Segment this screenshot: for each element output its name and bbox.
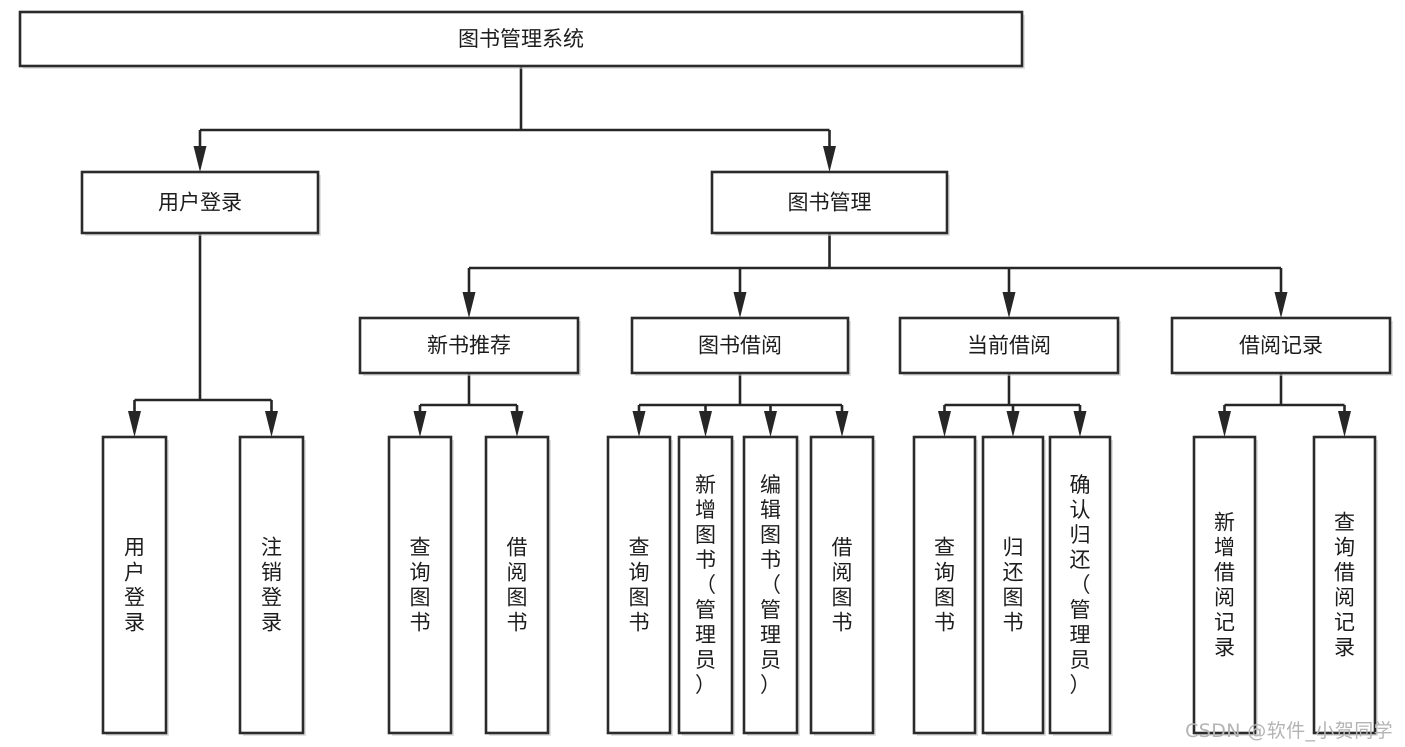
node-label-leaf-add-record: 新增借阅记录 — [1214, 511, 1235, 660]
node-box-leaf-add-book[interactable] — [677, 435, 734, 735]
node-leaf-add-book[interactable]: 新增图书（管理员） — [677, 435, 735, 736]
node-label-leaf-query-book-3: 查询图书 — [934, 536, 955, 635]
node-box-current-borrow[interactable] — [898, 316, 1120, 375]
node-book-manage[interactable]: 图书管理 — [710, 170, 950, 236]
node-user-login[interactable]: 用户登录 — [80, 170, 321, 236]
node-box-new-book-rec[interactable] — [358, 316, 580, 375]
node-label-new-book-rec: 新书推荐 — [427, 334, 511, 358]
node-borrow-record[interactable]: 借阅记录 — [1170, 316, 1393, 376]
node-label-borrow-record: 借阅记录 — [1239, 334, 1323, 358]
node-leaf-query-book-3[interactable]: 查询图书 — [912, 435, 978, 736]
node-current-borrow[interactable]: 当前借阅 — [898, 316, 1121, 376]
node-box-leaf-query-book-2[interactable] — [606, 435, 672, 735]
node-leaf-user-login[interactable]: 用户登录 — [101, 435, 169, 736]
node-label-leaf-confirm-return: 确认归还（管理员） — [1070, 473, 1091, 697]
node-box-book-manage[interactable] — [710, 170, 949, 235]
node-box-leaf-confirm-return[interactable] — [1048, 435, 1112, 735]
node-leaf-return-book[interactable]: 归还图书 — [981, 435, 1046, 736]
node-label-leaf-add-book: 新增图书（管理员） — [695, 473, 716, 697]
node-label-book-borrow: 图书借阅 — [698, 334, 782, 358]
node-root[interactable]: 图书管理系统 — [18, 10, 1025, 69]
connector-group-borrow-record — [1218, 373, 1351, 437]
node-leaf-logout[interactable]: 注销登录 — [238, 435, 306, 736]
node-label-leaf-logout: 注销登录 — [261, 536, 282, 635]
connector-layer — [128, 66, 1351, 437]
node-label-book-manage: 图书管理 — [788, 191, 872, 215]
node-box-user-login[interactable] — [80, 170, 320, 235]
connector-group-current-borrow — [938, 373, 1087, 437]
node-label-current-borrow: 当前借阅 — [967, 334, 1051, 358]
node-box-leaf-borrow-book-2[interactable] — [809, 435, 875, 735]
node-label-leaf-query-book-2: 查询图书 — [629, 536, 650, 635]
node-box-leaf-add-record[interactable] — [1192, 435, 1257, 735]
node-label-leaf-borrow-book-2: 借阅图书 — [832, 536, 853, 635]
connector-group-book-borrow — [632, 373, 849, 437]
csdn-watermark: CSDN @软件_小贺同学 — [1185, 720, 1393, 742]
node-label-leaf-borrow-book-1: 借阅图书 — [507, 536, 528, 635]
node-label-leaf-edit-book: 编辑图书（管理员） — [760, 473, 781, 697]
connector-group-user-login — [128, 233, 278, 437]
node-leaf-query-record[interactable]: 查询借阅记录 — [1312, 435, 1378, 736]
node-box-leaf-query-book-1[interactable] — [387, 435, 453, 735]
node-leaf-borrow-book-1[interactable]: 借阅图书 — [484, 435, 551, 736]
node-leaf-borrow-book-2[interactable]: 借阅图书 — [809, 435, 876, 736]
node-box-leaf-edit-book[interactable] — [742, 435, 799, 735]
node-leaf-query-book-2[interactable]: 查询图书 — [606, 435, 673, 736]
node-leaf-edit-book[interactable]: 编辑图书（管理员） — [742, 435, 800, 736]
node-label-leaf-return-book: 归还图书 — [1003, 536, 1024, 635]
connector-group-new-book-rec — [413, 373, 524, 437]
connector-group-root — [193, 66, 836, 172]
node-box-leaf-user-login[interactable] — [101, 435, 168, 735]
node-layer: 图书管理系统用户登录图书管理新书推荐图书借阅当前借阅借阅记录用户登录注销登录查询… — [18, 10, 1393, 736]
node-new-book-rec[interactable]: 新书推荐 — [358, 316, 581, 376]
node-box-leaf-logout[interactable] — [238, 435, 305, 735]
node-box-root[interactable] — [18, 10, 1024, 68]
node-box-leaf-borrow-book-1[interactable] — [484, 435, 550, 735]
node-label-leaf-query-record: 查询借阅记录 — [1334, 511, 1355, 660]
node-label-user-login: 用户登录 — [158, 191, 242, 215]
node-label-root: 图书管理系统 — [458, 27, 584, 51]
node-leaf-confirm-return[interactable]: 确认归还（管理员） — [1048, 435, 1113, 736]
node-label-leaf-user-login: 用户登录 — [124, 536, 145, 635]
node-box-leaf-query-record[interactable] — [1312, 435, 1377, 735]
node-box-borrow-record[interactable] — [1170, 316, 1392, 375]
node-book-borrow[interactable]: 图书借阅 — [630, 316, 851, 376]
node-box-leaf-query-book-3[interactable] — [912, 435, 977, 735]
node-label-leaf-query-book-1: 查询图书 — [410, 536, 431, 635]
connector-group-book-manage — [462, 233, 1288, 318]
node-leaf-add-record[interactable]: 新增借阅记录 — [1192, 435, 1258, 736]
node-box-book-borrow[interactable] — [630, 316, 850, 375]
node-box-leaf-return-book[interactable] — [981, 435, 1045, 735]
node-leaf-query-book-1[interactable]: 查询图书 — [387, 435, 454, 736]
